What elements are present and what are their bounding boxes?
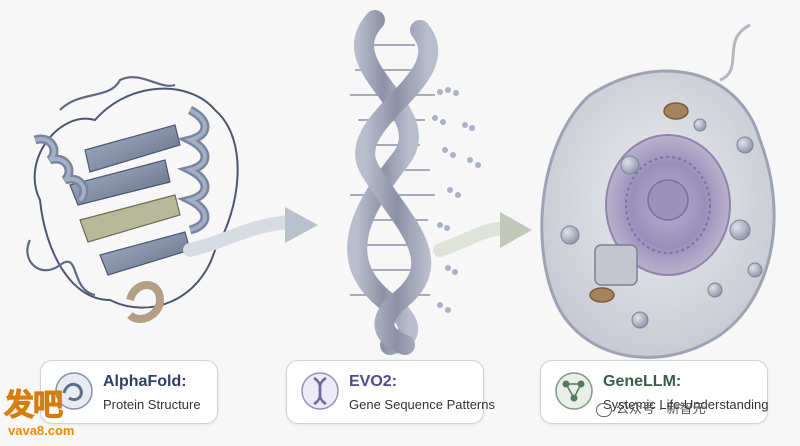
flow-arrow-1 <box>183 207 318 257</box>
stage-subtitle: Protein Structure <box>103 397 201 412</box>
dna-icon <box>301 372 339 410</box>
stage-card-alphafold: AlphaFold: Protein Structure <box>40 360 218 424</box>
stage-title: AlphaFold: <box>103 373 187 390</box>
watermark-text: 公众号 · 新智元 <box>616 401 706 416</box>
stage-subtitle: Gene Sequence Patterns <box>349 397 495 412</box>
protein-icon <box>55 372 93 410</box>
stage-card-evo2: EVO2: Gene Sequence Patterns <box>286 360 495 424</box>
stage-card-genellm: GeneLLM: Systemic Life Understanding <box>540 360 768 424</box>
flow-arrow-2 <box>433 212 532 257</box>
dna-helix <box>347 10 481 355</box>
stage-title: EVO2: <box>349 373 398 390</box>
site-logo: 发吧 vava8.com <box>4 380 90 446</box>
cell <box>540 23 776 359</box>
stage-title: GeneLLM: <box>603 373 682 390</box>
protein-structure <box>26 76 239 323</box>
wechat-icon <box>596 402 612 417</box>
logo-domain: vava8.com <box>8 423 75 438</box>
network-icon <box>555 372 593 410</box>
watermark: 公众号 · 新智元 <box>596 398 706 417</box>
logo-brand: 发吧 <box>4 388 64 424</box>
stage-subtitle: Systemic Life Understanding <box>603 397 769 412</box>
